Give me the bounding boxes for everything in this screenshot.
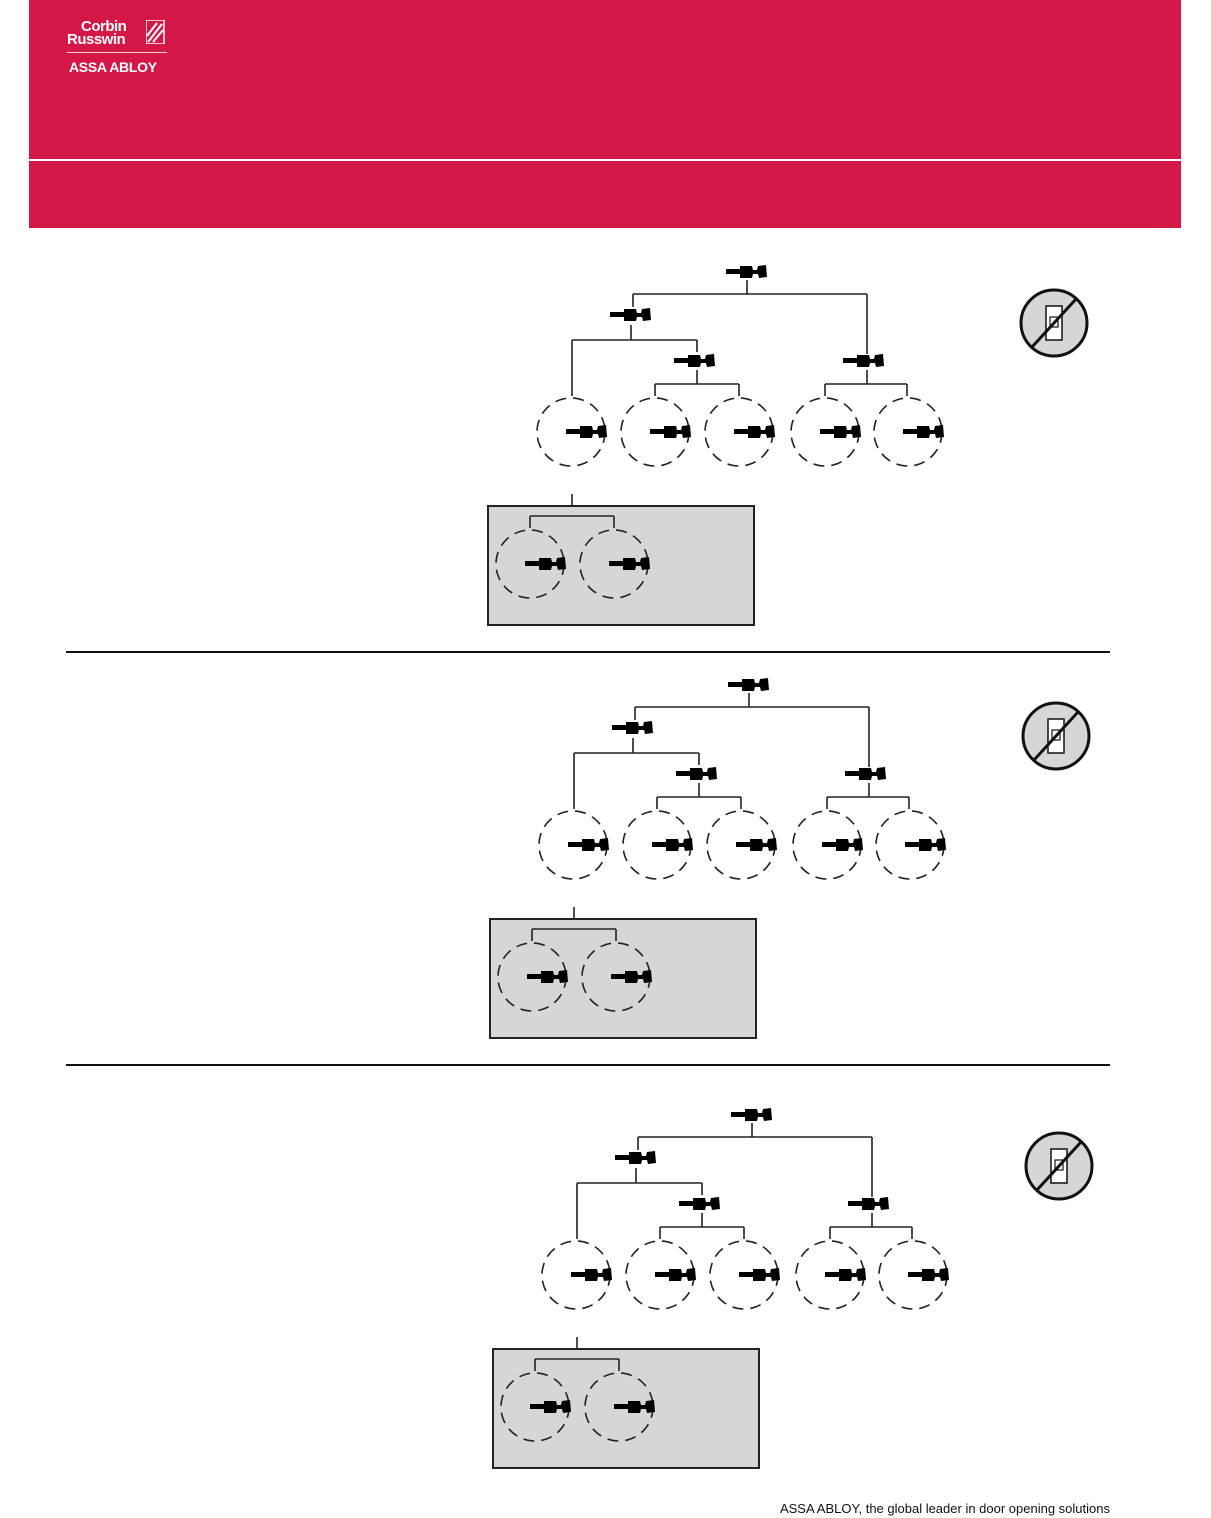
key-circle: [497, 942, 568, 1012]
key-circle: [538, 810, 609, 880]
key-circle: [581, 942, 652, 1012]
no-cylinder-icon: [1019, 288, 1089, 358]
key-circle: [790, 397, 861, 467]
key-circle: [620, 397, 691, 467]
key-icon: [820, 425, 861, 438]
corbin-russwin-logo: Corbin Russwin ASSA ABLOY: [67, 18, 207, 78]
key-icon: [908, 1268, 949, 1281]
key-icon: [739, 1268, 780, 1281]
key-icon: [615, 1151, 656, 1164]
key-circle: [706, 810, 777, 880]
key-icon: [614, 1400, 655, 1413]
key-icon: [612, 721, 653, 734]
logo-stripes-icon: [146, 20, 165, 44]
key-icon: [848, 1197, 889, 1210]
key-icon: [676, 767, 717, 780]
section-divider: [66, 651, 1110, 653]
key-icon: [734, 425, 775, 438]
key-icon: [527, 970, 568, 983]
key-circle: [584, 1372, 655, 1442]
key-hierarchy: [487, 265, 1089, 626]
key-icon: [843, 354, 884, 367]
key-icon: [652, 838, 693, 851]
key-circle: [795, 1240, 866, 1310]
key-circle: [579, 529, 650, 599]
key-hierarchy: [489, 678, 1091, 1039]
key-icon: [655, 1268, 696, 1281]
key-icon: [728, 678, 769, 691]
no-cylinder-icon: [1024, 1131, 1094, 1201]
key-icon: [525, 557, 566, 570]
section-divider: [66, 1064, 1110, 1066]
key-icon: [905, 838, 946, 851]
key-icon: [736, 838, 777, 851]
header-banner: Corbin Russwin ASSA ABLOY: [29, 0, 1181, 228]
key-icon: [530, 1400, 571, 1413]
key-icon: [610, 308, 651, 321]
key-icon: [825, 1268, 866, 1281]
key-circle: [541, 1240, 612, 1310]
key-circle: [704, 397, 775, 467]
no-cylinder-icon: [1021, 701, 1091, 771]
key-circle: [873, 397, 944, 467]
key-circle: [792, 810, 863, 880]
key-circle: [495, 529, 566, 599]
key-circle: [625, 1240, 696, 1310]
key-circle: [622, 810, 693, 880]
footer-tagline: ASSA ABLOY, the global leader in door op…: [779, 1501, 1110, 1516]
key-circle: [878, 1240, 949, 1310]
key-icon: [611, 970, 652, 983]
key-icon: [609, 557, 650, 570]
key-circle: [500, 1372, 571, 1442]
logo-parent-brand: ASSA ABLOY: [69, 59, 157, 75]
key-icon: [903, 425, 944, 438]
key-icon: [731, 1108, 772, 1121]
key-icon: [650, 425, 691, 438]
banner-divider: [29, 159, 1181, 161]
key-circle: [875, 810, 946, 880]
key-icon: [845, 767, 886, 780]
key-icon: [679, 1197, 720, 1210]
key-icon: [568, 838, 609, 851]
logo-divider: [67, 52, 167, 53]
key-circle: [536, 397, 607, 467]
key-icon: [674, 354, 715, 367]
key-circle: [709, 1240, 780, 1310]
key-icon: [726, 265, 767, 278]
key-icon: [566, 425, 607, 438]
logo-wordmark-line2: Russwin: [67, 31, 126, 48]
logo-wordmark-line1: Corbin: [81, 18, 127, 35]
key-icon: [571, 1268, 612, 1281]
key-hierarchy: [492, 1108, 1094, 1469]
key-icon: [822, 838, 863, 851]
